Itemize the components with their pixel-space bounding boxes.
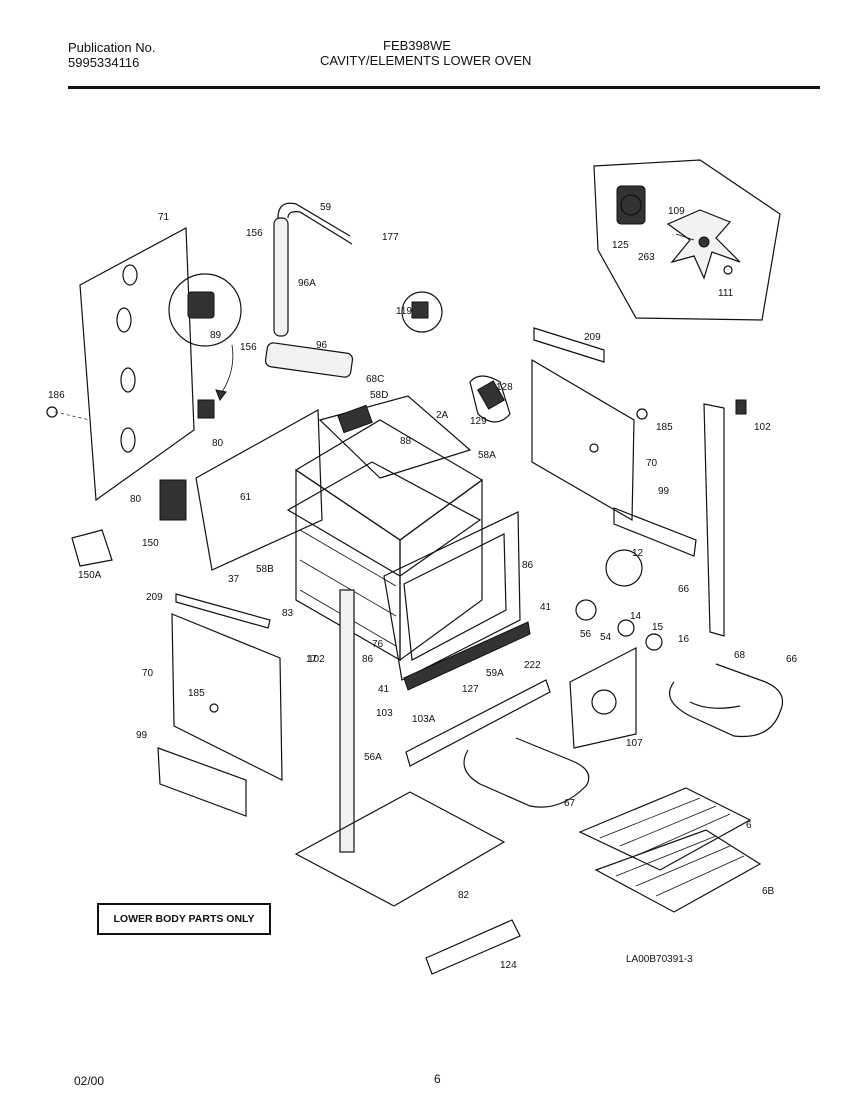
part-label: 58A <box>478 450 496 461</box>
part-label: 111 <box>718 288 734 299</box>
part-label: 59A <box>486 668 504 679</box>
part-label: 86 <box>522 560 534 571</box>
part-label: 16 <box>678 634 690 645</box>
part-label: 6 <box>746 820 752 831</box>
model-number: FEB398WE <box>383 38 451 53</box>
part-label: 70 <box>646 458 658 469</box>
part-label: 186 <box>48 390 65 401</box>
part-label: 14 <box>630 611 642 622</box>
publication-number: 5995334116 <box>68 55 140 70</box>
part-label: 209 <box>146 592 163 603</box>
part-label: 150 <box>142 538 159 549</box>
part-label: 56A <box>364 752 382 763</box>
drawing-id: LA00B70391-3 <box>626 954 693 965</box>
part-label: 61 <box>240 492 252 503</box>
part-label: 15 <box>652 622 664 633</box>
part-label: 41 <box>540 602 552 613</box>
part-label: 58D <box>370 390 388 401</box>
header-rule <box>68 86 820 89</box>
part-label: 103 <box>376 708 393 719</box>
rear-panel <box>54 227 195 502</box>
part-label: 150A <box>78 570 102 581</box>
part-label: 88 <box>400 436 412 447</box>
part-label: 68 <box>734 650 746 661</box>
part-label: 56 <box>580 629 592 640</box>
part-label: 102 <box>754 422 771 433</box>
page-number: 6 <box>434 1072 441 1086</box>
part-label: 37 <box>228 574 240 585</box>
publication-label: Publication No. <box>68 40 156 55</box>
part-label: 17 <box>306 654 318 665</box>
section-title: CAVITY/ELEMENTS LOWER OVEN <box>320 53 532 68</box>
part-label: 185 <box>188 688 205 699</box>
misc-small-parts <box>46 291 747 651</box>
vent-tube <box>264 202 354 378</box>
part-label: 96A <box>298 278 316 289</box>
part-label: 70 <box>142 668 154 679</box>
part-label: 76 <box>372 639 384 650</box>
part-label: 68C <box>366 374 384 385</box>
part-label: 99 <box>658 486 670 497</box>
part-label: 129 <box>470 416 487 427</box>
oven-door-frame <box>383 511 531 691</box>
part-label: 109 <box>668 206 685 217</box>
side-panel <box>195 404 373 571</box>
convection-fan-inset <box>593 159 781 321</box>
part-label: 66 <box>786 654 798 665</box>
right-side-panels <box>531 327 725 637</box>
part-label: 263 <box>638 252 655 263</box>
lower-front-panel <box>157 589 551 853</box>
part-label: 102 <box>308 654 325 665</box>
part-label: 86 <box>362 654 374 665</box>
part-label: 54 <box>600 632 612 643</box>
part-label: 127 <box>462 684 479 695</box>
bottom-panel-drawer <box>294 791 521 975</box>
part-label: 58B <box>256 564 274 575</box>
part-label: 103A <box>412 714 436 725</box>
part-label: 80 <box>212 438 224 449</box>
oven-racks <box>578 787 762 913</box>
part-label: 67 <box>564 798 576 809</box>
part-label: 119 <box>396 306 412 317</box>
footer-date: 02/00 <box>74 1074 105 1088</box>
part-label: 156 <box>240 342 257 353</box>
part-label: 83 <box>282 608 294 619</box>
part-label: 99 <box>136 730 148 741</box>
part-label: 2A <box>436 410 449 421</box>
part-label: 96 <box>316 340 328 351</box>
part-label: 82 <box>458 890 470 901</box>
lower-body-parts-note: LOWER BODY PARTS ONLY <box>97 903 271 935</box>
part-label: 89 <box>210 330 222 341</box>
part-label: 80 <box>130 494 142 505</box>
part-label: 156 <box>246 228 263 239</box>
part-label: 209 <box>584 332 601 343</box>
part-label: 124 <box>500 960 517 971</box>
part-label: 59 <box>320 202 332 213</box>
part-label: 107 <box>626 738 643 749</box>
thermostat-detail <box>168 273 242 419</box>
part-label: 6B <box>762 886 775 897</box>
part-label: 71 <box>158 212 170 223</box>
part-label: 12 <box>632 548 644 559</box>
part-label: 128 <box>496 382 513 393</box>
part-label: 41 <box>378 684 390 695</box>
part-label: 222 <box>524 660 541 671</box>
part-label: 177 <box>382 232 399 243</box>
heating-elements <box>463 647 784 808</box>
part-label: 185 <box>656 422 673 433</box>
part-label: 66 <box>678 584 690 595</box>
part-label: 125 <box>612 240 629 251</box>
oven-cavity <box>286 395 484 662</box>
